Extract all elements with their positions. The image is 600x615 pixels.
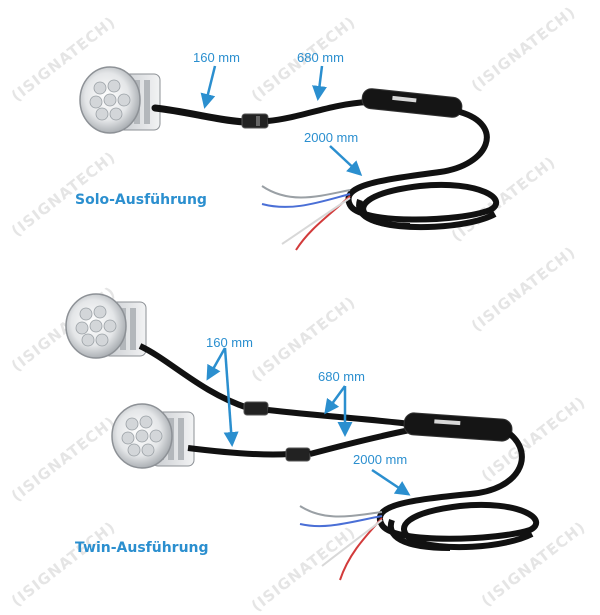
solo-dimension-long: 2000 mm — [304, 130, 359, 145]
cable-illustration — [65, 65, 540, 581]
solo-dimension-mid: 680 mm — [297, 50, 344, 65]
solo-assembly — [79, 65, 500, 251]
twin-dimension-mid: 680 mm — [318, 369, 365, 384]
led-light-icon — [111, 403, 195, 469]
solo-title: Solo-Ausführung — [75, 192, 207, 208]
led-light-icon — [79, 66, 161, 134]
product-image: (ISIGNATECH) (ISIGNATECH) (ISIGNATECH) (… — [8, 3, 589, 615]
twin-dimension-short: 160 mm — [206, 335, 253, 350]
twin-dimension-long: 2000 mm — [353, 452, 408, 467]
solo-dimension-short: 160 mm — [193, 50, 240, 65]
twin-title: Twin-Ausführung — [75, 540, 209, 556]
led-light-icon — [65, 293, 147, 359]
twin-assembly — [65, 293, 540, 581]
